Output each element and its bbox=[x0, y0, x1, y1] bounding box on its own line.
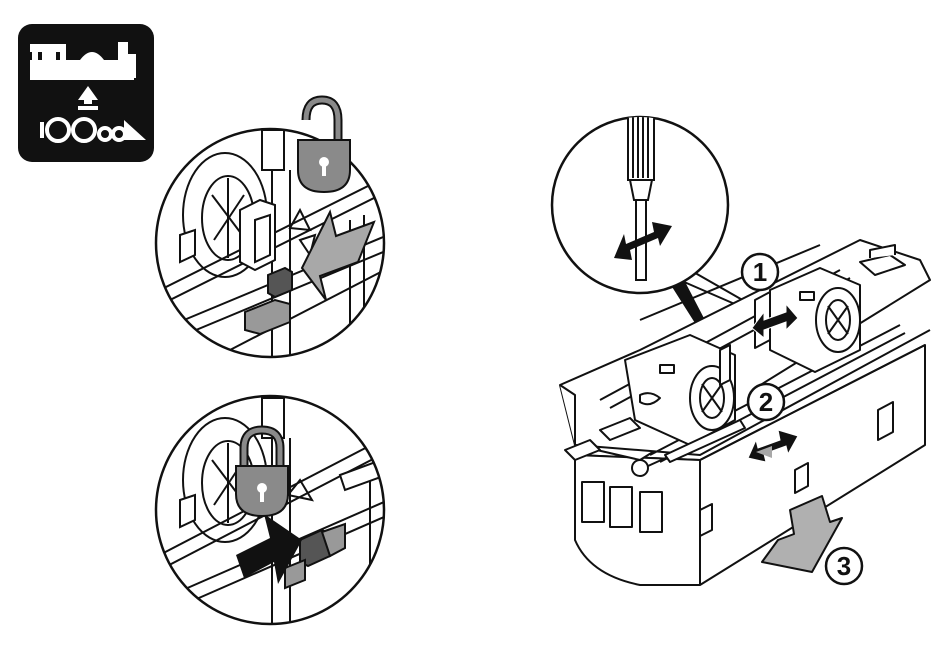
padlock-closed-icon bbox=[236, 430, 288, 516]
locomotive-chassis bbox=[560, 240, 930, 585]
step-badge-3: 3 bbox=[826, 548, 862, 584]
locomotive-service-icon bbox=[18, 24, 154, 162]
step-label-3: 3 bbox=[837, 551, 851, 581]
step-label-1: 1 bbox=[753, 257, 767, 287]
step-badge-2: 2 bbox=[748, 384, 784, 420]
padlock-open-icon bbox=[298, 100, 350, 192]
detail-view-unlocked bbox=[150, 129, 400, 360]
step-badge-1: 1 bbox=[742, 254, 778, 290]
step-label-2: 2 bbox=[759, 387, 773, 417]
